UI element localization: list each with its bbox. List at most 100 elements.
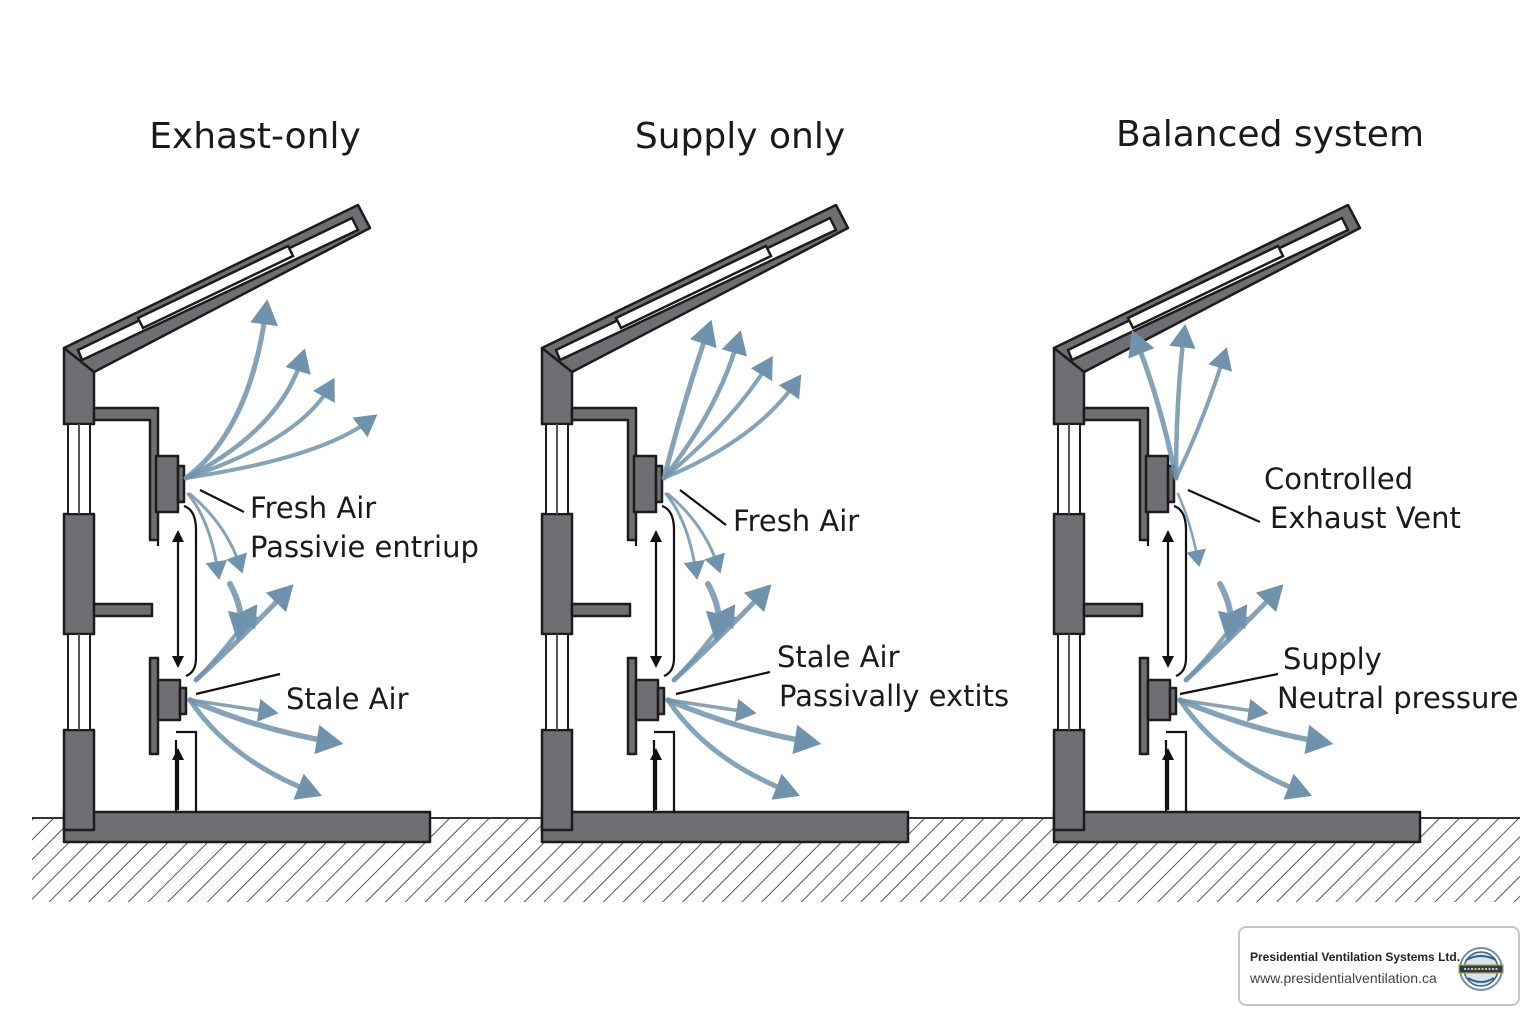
- label-neutral-pressure: Neutral pressure: [1277, 681, 1519, 715]
- leader-line: [1179, 672, 1279, 696]
- upper-vent-unit: [632, 454, 658, 514]
- airflow-arrowhead: [1208, 347, 1233, 372]
- airflow-arrow: [661, 327, 711, 481]
- airflow-arrow: [183, 355, 305, 481]
- leader-line: [679, 489, 727, 526]
- left-wall: [1052, 512, 1086, 636]
- airflow-arrowhead: [250, 299, 278, 327]
- duct-line: [1166, 730, 1188, 812]
- airflow-arrowhead: [1186, 548, 1206, 568]
- lower-vent-unit: [156, 678, 182, 722]
- upper-vent-grille: [176, 464, 186, 504]
- floor-slab: [62, 810, 432, 844]
- label-passive-entry: Passivie entriup: [250, 530, 479, 564]
- floor-slab: [540, 810, 910, 844]
- left-wall: [540, 512, 574, 636]
- duct-line: [176, 730, 198, 812]
- airflow-arrowhead: [778, 374, 802, 400]
- arrowhead-down-icon: [172, 656, 184, 668]
- airflow-arrowhead: [1304, 724, 1334, 755]
- airflow-arrowhead: [313, 377, 335, 403]
- brand-url[interactable]: www.presidentialventilation.ca: [1250, 970, 1437, 986]
- airflow-arrow: [1133, 337, 1179, 481]
- airflow-arrow: [1177, 697, 1325, 745]
- arrowhead-down-icon: [1162, 656, 1174, 668]
- roof-vent-panel: [614, 244, 773, 330]
- lower-vent-grille: [1168, 686, 1178, 716]
- label-controlled: Controlled: [1264, 462, 1413, 496]
- interior-shelf: [570, 602, 632, 618]
- arrowhead-up-icon: [1162, 530, 1174, 542]
- airflow-arrowhead: [683, 559, 706, 580]
- building-section: [62, 203, 432, 844]
- airflow-arrowhead: [734, 698, 757, 722]
- airflow-arrowhead: [743, 584, 772, 613]
- airflow-arrowhead: [1255, 584, 1284, 613]
- upper-vent-unit: [1144, 454, 1170, 514]
- arrowhead-up-icon: [1162, 748, 1174, 760]
- presidential-seal-logo-icon: [1458, 947, 1504, 991]
- airflow-arrowhead: [704, 552, 725, 574]
- arrowhead-down-icon: [650, 656, 662, 668]
- airflow-arrow: [183, 307, 269, 481]
- airflow-arrowhead: [792, 724, 822, 755]
- label-fresh-air: Fresh Air: [733, 504, 859, 538]
- airflow-arrow: [184, 384, 332, 480]
- leader-line: [199, 489, 245, 513]
- airflow-arrowhead: [1169, 323, 1196, 349]
- duct-line: [1173, 504, 1188, 678]
- airflow-arrowhead: [1283, 773, 1313, 800]
- airflow-arrow: [1177, 697, 1305, 795]
- duct-line: [654, 730, 676, 812]
- lower-vent-unit: [634, 678, 660, 722]
- label-exhaust-vent: Exhaust Vent: [1270, 501, 1461, 535]
- interior-wall: [1082, 406, 1150, 542]
- leader-line: [195, 672, 281, 696]
- airflow-arrowhead: [690, 319, 717, 349]
- airflow-arrowhead: [205, 559, 228, 580]
- panel-title-supply-only: Supply only: [635, 116, 845, 157]
- airflow-arrowhead: [1128, 329, 1155, 359]
- left-wall: [540, 728, 574, 832]
- roof-vent-panel: [136, 244, 295, 330]
- interior-shelf: [92, 602, 154, 618]
- airflow-arrow: [661, 337, 741, 481]
- airflow-arrow: [662, 380, 798, 480]
- airflow-arrow: [1184, 610, 1244, 682]
- airflow-arrow: [187, 697, 315, 795]
- label-fresh-air: Fresh Air: [250, 491, 376, 525]
- upper-vent-unit: [154, 454, 180, 514]
- leader-line: [675, 670, 771, 696]
- lower-vent-grille: [178, 686, 188, 716]
- airflow-arrowhead: [721, 330, 747, 357]
- airflow-arrow: [672, 610, 732, 682]
- duct-line: [661, 504, 676, 678]
- airflow-arrowhead: [712, 604, 736, 630]
- left-wall: [62, 512, 96, 636]
- airflow-arrowhead: [771, 773, 801, 800]
- brand-card[interactable]: Presidential Ventilation Systems Ltd. ww…: [1238, 926, 1520, 1006]
- airflow-arrowhead: [352, 414, 378, 438]
- panel-title-exhaust-only: Exhast-only: [149, 116, 361, 157]
- upper-vent-grille: [654, 464, 664, 504]
- arrowhead-up-icon: [650, 530, 662, 542]
- airflow-arrowhead: [256, 698, 279, 722]
- panel-title-balanced-system: Balanced system: [1116, 114, 1424, 155]
- floor-slab: [1052, 810, 1422, 844]
- airflow-arrowhead: [1246, 698, 1269, 722]
- label-stale-air: Stale Air: [777, 640, 900, 674]
- label-passively-exits: Passivally extits: [779, 679, 1009, 713]
- airflow-arrow: [662, 362, 770, 480]
- airflow-arrowhead: [750, 355, 773, 382]
- brand-name: Presidential Ventilation Systems Ltd.: [1250, 950, 1461, 964]
- airflow-arrow: [184, 418, 372, 480]
- roof-vent-panel: [1126, 244, 1285, 330]
- building-section: [540, 203, 910, 844]
- left-wall: [62, 728, 96, 832]
- airflow-arrow: [1173, 331, 1187, 481]
- airflow-arrow: [1174, 354, 1226, 480]
- label-supply: Supply: [1283, 642, 1382, 676]
- airflow-arrow: [194, 610, 254, 682]
- left-wall: [1052, 728, 1086, 832]
